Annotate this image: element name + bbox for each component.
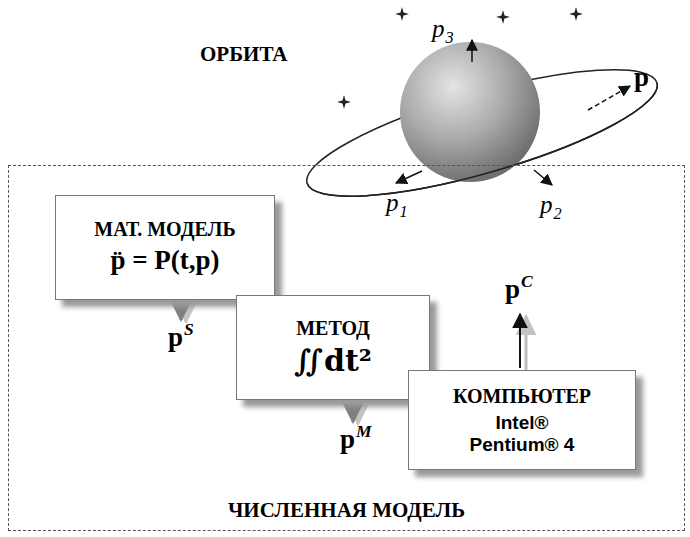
planet-sphere	[400, 42, 540, 182]
p3-vector	[471, 40, 473, 62]
output-label: pS	[168, 324, 194, 351]
process-box: МАТ. МОДЕЛЬ p̈ = P(t,p)	[55, 195, 275, 300]
vector-symbol: p	[505, 274, 520, 304]
region-title: ОРБИТА	[200, 44, 288, 65]
box-formula: p̈ = P(t,p)	[110, 245, 219, 276]
box-heading: МАТ. МОДЕЛЬ	[94, 218, 235, 241]
vector-superscript: M	[356, 421, 372, 441]
p2-vector	[534, 170, 552, 185]
orbit-front	[307, 83, 668, 222]
region-frame: ЧИСЛЕННАЯ МОДЕЛЬ МАТ. МОДЕЛЬ p̈ = P(t,p) МЕ…	[8, 165, 685, 531]
process-box: МЕТОД ∬dt²	[236, 295, 430, 400]
box-formula: Intel® Pentium® 4	[460, 412, 585, 456]
output-label: pM	[340, 426, 372, 453]
vector-symbol: p	[168, 322, 183, 352]
region-caption: ЧИСЛЕННАЯ МОДЕЛЬ	[9, 498, 684, 522]
vector-symbol: p	[340, 424, 355, 454]
vector-index: 3	[446, 29, 454, 47]
vector-label: p2	[540, 192, 562, 217]
vector-symbol: p	[386, 189, 399, 216]
vector-label: p	[634, 64, 649, 91]
vector-symbol: p	[432, 15, 445, 42]
vector-superscript: S	[184, 319, 194, 339]
output-label: pC	[505, 276, 533, 303]
vector-symbol: p	[540, 191, 553, 218]
vector-label: p1	[386, 190, 408, 215]
box-formula: ∬dt²	[294, 344, 372, 379]
box-heading: КОМПЬЮТЕР	[453, 385, 591, 408]
box-heading: МЕТОД	[296, 317, 370, 340]
p-vector	[588, 86, 630, 110]
vector-label: p3	[432, 16, 454, 41]
process-box: КОМПЬЮТЕР Intel® Pentium® 4	[408, 370, 636, 470]
vector-index: 2	[554, 205, 562, 223]
p1-vector	[396, 171, 422, 183]
vector-superscript: C	[521, 271, 533, 291]
vector-index: 1	[400, 203, 408, 221]
